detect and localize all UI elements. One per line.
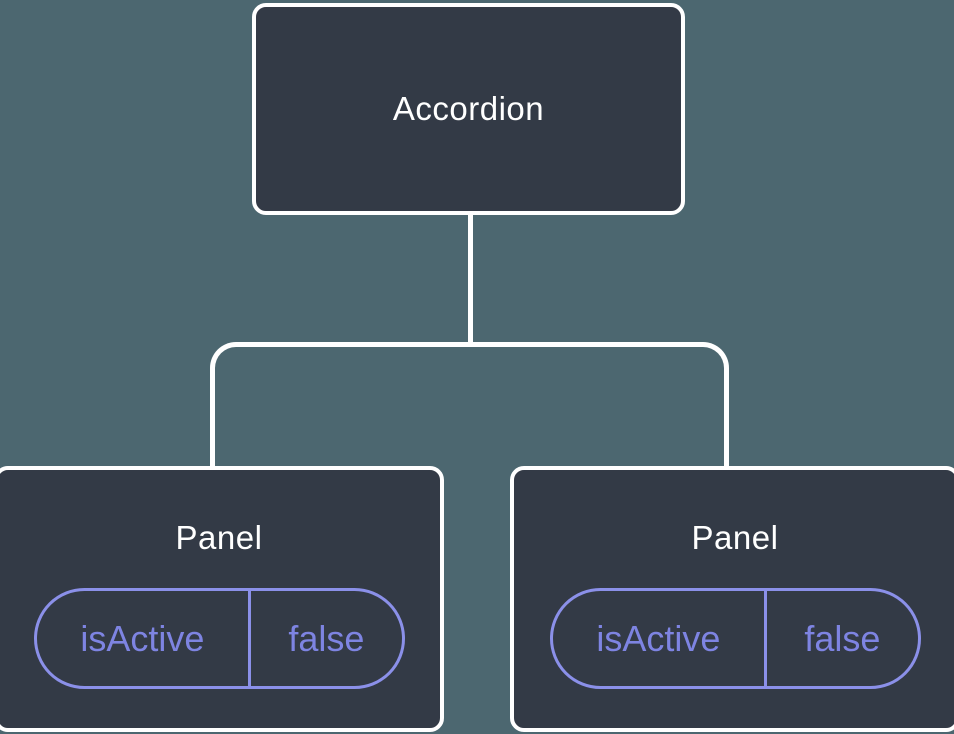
panel-left-state-value: false: [288, 617, 365, 659]
pill-divider: [248, 591, 252, 686]
accordion-node-label: Accordion: [392, 90, 545, 127]
tree-node-panel-left: Panel isActive false: [0, 466, 444, 732]
connector-branch: [210, 342, 729, 467]
tree-node-accordion: Accordion: [252, 3, 685, 215]
panel-right-state-value: false: [804, 617, 881, 659]
panel-right-label: Panel: [691, 519, 779, 556]
panel-right-state-key: isActive: [596, 617, 721, 659]
panel-left-state-key: isActive: [80, 617, 205, 659]
panel-left-state-pill: isActive false: [33, 588, 405, 689]
panel-left-label: Panel: [175, 519, 263, 556]
tree-node-panel-right: Panel isActive false: [510, 466, 954, 732]
panel-right-state-pill: isActive false: [549, 588, 921, 689]
pill-divider: [764, 591, 768, 686]
connector-stem: [468, 215, 473, 345]
